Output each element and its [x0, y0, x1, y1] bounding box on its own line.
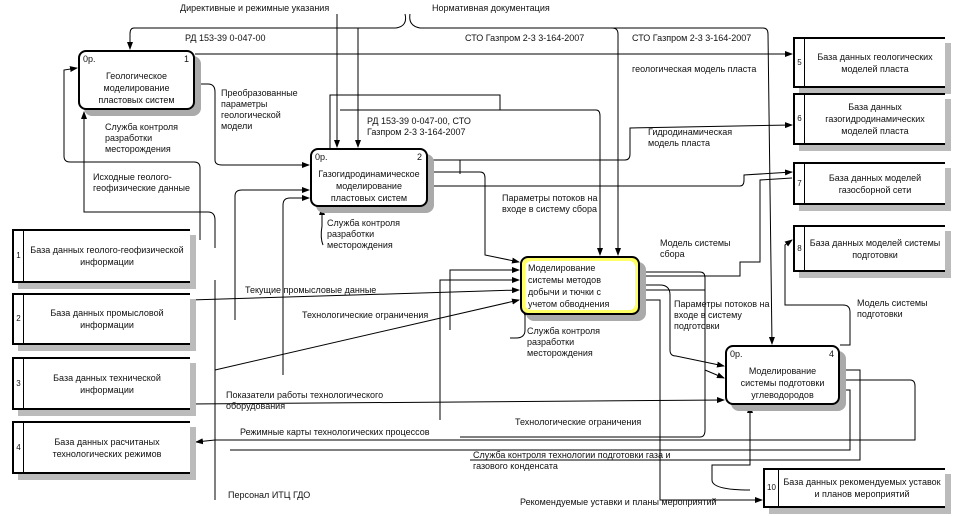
datastore-2[interactable]: 2 База данных промысловой информации	[12, 293, 190, 345]
process-op: 0р.	[83, 54, 96, 64]
process-title: Моделирование системы подготовки углевод…	[740, 366, 825, 400]
label-indicators: Показатели работы технологического обору…	[226, 390, 384, 411]
label-gather-model: Модель системы сбора	[660, 238, 731, 259]
datastore-number: 6	[795, 95, 805, 143]
label-initial: Исходные геолого-геофизические данные	[93, 172, 191, 193]
datastore-number: 3	[14, 359, 24, 408]
datastore-number: 5	[795, 39, 805, 86]
label-service3: Служба контроля разработки месторождения	[527, 326, 601, 358]
label-tech-limits2: Технологические ограничения	[515, 417, 642, 427]
datastore-number: 1	[14, 231, 24, 281]
datastore-title: База данных геолого-геофизической информ…	[30, 245, 184, 267]
label-service2: Служба контроля разработки месторождения	[327, 218, 401, 250]
datastore-5[interactable]: 5 База данных геологических моделей пласт…	[793, 37, 945, 88]
process-box-2[interactable]: 0р. 2 Газогидродинамическое моделировани…	[310, 148, 428, 207]
label-flow-params2: Параметры потоков на входе в систему под…	[674, 299, 770, 331]
label-rd1: РД 153-39 0-047-00	[185, 33, 266, 43]
datastore-4[interactable]: 4 База данных расчитаных технологических …	[12, 421, 190, 474]
label-regime-maps: Режимные карты технологических процессов	[240, 427, 430, 437]
label-normative: Нормативная документация	[432, 3, 550, 13]
process-op: 0р.	[730, 349, 743, 359]
process-box-4[interactable]: 0р. 4 Моделирование системы подготовки у…	[725, 345, 840, 405]
datastore-title: База данных моделей системы подготовки	[809, 237, 941, 260]
label-service1: Служба контроля разработки месторождения	[105, 122, 179, 154]
datastore-title: База данных промысловой информации	[50, 308, 164, 330]
label-sto2: СТО Газпром 2-3 3-164-2007	[632, 33, 752, 43]
label-transformed: Преобразованные параметры геологической …	[221, 88, 298, 131]
datastore-title: База данных расчитаных технологических р…	[52, 436, 162, 459]
datastore-number: 10	[765, 470, 779, 506]
datastore-title: База данных газогидродинамических моделе…	[825, 102, 925, 136]
label-directives: Директивные и режимные указания	[180, 3, 330, 13]
datastore-number: 8	[795, 227, 805, 270]
datastore-7[interactable]: 7 База данных моделей газосборной сети	[793, 162, 945, 205]
process-box-1[interactable]: 0р. 1 Геологическое моделирование пласто…	[78, 50, 195, 110]
datastore-number: 4	[14, 423, 24, 472]
label-service4: Служба контроля технологии подготовки га…	[473, 450, 671, 471]
process-title: Газогидродинамическое моделирование плас…	[318, 169, 420, 203]
process-op: 0р.	[315, 152, 328, 162]
datastore-title: База данных моделей газосборной сети	[828, 172, 922, 195]
label-hydro: Гидродинамическая модель пласта	[648, 127, 733, 148]
process-number: 1	[183, 54, 189, 64]
process-number: 4	[828, 349, 834, 359]
datastore-number: 7	[795, 164, 805, 203]
datastore-title: База данных геологических моделей пласта	[817, 51, 933, 74]
datastore-title: База данных рекомендуемых уставок и план…	[783, 477, 941, 499]
label-prep-model: Модель системы подготовки	[857, 298, 928, 319]
datastore-title: База данных технической информации	[53, 372, 161, 395]
label-flow-params1: Параметры потоков на входе в систему сбо…	[502, 193, 598, 214]
process-title: Геологическое моделирование пластовых си…	[98, 71, 175, 105]
datastore-3[interactable]: 3 База данных технической информации	[12, 357, 190, 410]
datastore-6[interactable]: 6 База данных газогидродинамических модел…	[793, 93, 945, 145]
label-recommended: Рекомендуемые уставки и планы мероприяти…	[520, 497, 717, 507]
process-title: Моделирование системы методов добычи и т…	[528, 263, 610, 309]
label-personnel: Персонал ИТЦ ГДО	[228, 490, 311, 500]
process-number: 2	[416, 152, 422, 162]
datastore-number: 2	[14, 295, 24, 343]
datastore-1[interactable]: 1 База данных геолого-геофизической инфор…	[12, 229, 190, 283]
label-rd-sto: РД 153-39 0-047-00, СТО Газпром 2-3 3-16…	[367, 116, 471, 137]
label-tech-limits1: Технологические ограничения	[302, 310, 429, 320]
label-geo-model: геологическая модель пласта	[632, 64, 757, 74]
label-current: Текущие промысловые данные	[245, 285, 377, 295]
process-box-3-selected[interactable]: Моделирование системы методов добычи и т…	[520, 256, 640, 315]
label-sto1: СТО Газпром 2-3 3-164-2007	[465, 33, 585, 43]
